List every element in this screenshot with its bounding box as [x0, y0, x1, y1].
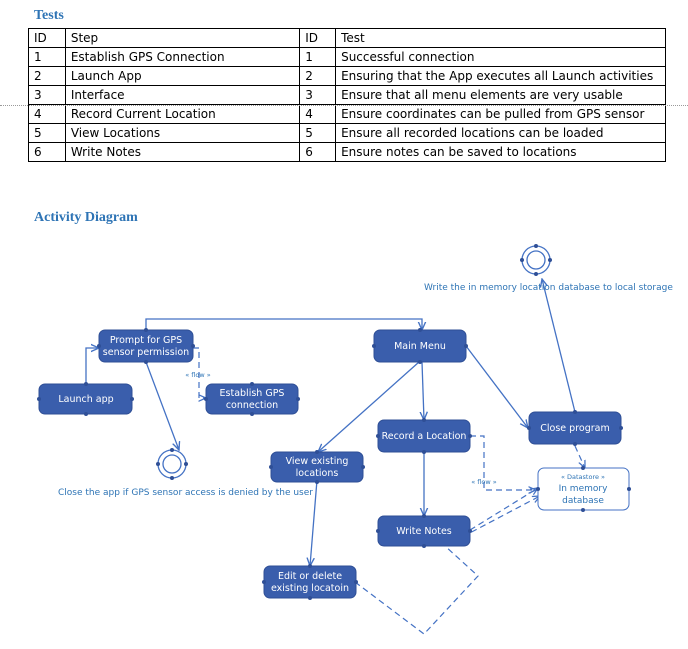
- flow-notes-to-datastore: [469, 488, 538, 531]
- establish-gps-label: Establish GPS: [220, 388, 285, 399]
- datastore-stereotype: « Datastore »: [561, 473, 605, 481]
- table-row: 6 Write Notes 6 Ensure notes can be save…: [28, 142, 666, 162]
- write-db-note: Write the in memory location database to…: [424, 283, 673, 293]
- table-cell: Ensuring that the App executes all Launc…: [335, 66, 666, 86]
- establish-gps-label: connection: [226, 400, 278, 411]
- table-cell: Ensure coordinates can be pulled from GP…: [335, 104, 666, 124]
- prompt-gps-label: sensor permission: [103, 347, 189, 358]
- prompt-gps-label: Prompt for GPS: [110, 335, 182, 346]
- launch-app-label: Launch app: [58, 394, 113, 405]
- table-row: 4 Record Current Location 4 Ensure coord…: [28, 104, 666, 124]
- table-row: 3 Interface 3 Ensure that all menu eleme…: [28, 85, 666, 105]
- table-cell: View Locations: [64, 123, 301, 143]
- write-notes-label: Write Notes: [396, 526, 452, 537]
- datastore-label: In memory: [559, 484, 608, 494]
- edit-delete-label: existing locatoin: [271, 583, 349, 594]
- flow-prompt-to-close: [145, 361, 179, 450]
- table-cell: 6: [28, 142, 66, 162]
- datastore-label: database: [562, 496, 604, 506]
- close-app-note: Close the app if GPS sensor access is de…: [58, 488, 313, 498]
- flow-main-to-view: [318, 361, 420, 452]
- flow-prompt-to-establish: [193, 347, 206, 398]
- flow-prompt-to-main: [145, 318, 422, 330]
- main-menu-label: Main Menu: [394, 341, 446, 352]
- table-cell: Ensure all recorded locations can be loa…: [335, 123, 666, 143]
- tests-table: ID Step ID Test 1 Establish GPS Connecti…: [28, 28, 666, 162]
- close-program-label: Close program: [540, 423, 609, 434]
- table-cell: Write Notes: [64, 142, 301, 162]
- tests-heading: Tests: [34, 8, 64, 23]
- activity-diagram-heading: Activity Diagram: [34, 210, 138, 225]
- table-cell: Launch App: [64, 66, 301, 86]
- flow-label: « flow »: [471, 478, 496, 486]
- flow-edit-to-datastore: [354, 496, 540, 635]
- flow-launch-to-prompt: [85, 348, 99, 384]
- flow-close-to-final: [542, 279, 576, 413]
- final-node-write-db: [521, 245, 551, 275]
- view-locations-label: locations: [296, 468, 339, 479]
- table-cell: Ensure notes can be saved to locations: [335, 142, 666, 162]
- flow-label: « flow »: [185, 371, 210, 379]
- flow-close-to-datastore: [574, 445, 585, 468]
- table-row: 2 Launch App 2 Ensuring that the App exe…: [28, 66, 666, 86]
- flow-view-to-edit: [310, 479, 318, 566]
- flow-main-to-record: [422, 361, 424, 420]
- edit-delete-label: Edit or delete: [278, 571, 342, 582]
- flow-main-to-close: [465, 345, 528, 428]
- table-row: 5 View Locations 5 Ensure all recorded l…: [28, 123, 666, 143]
- flow-record-to-datastore: [470, 435, 536, 490]
- record-location-label: Record a Location: [382, 431, 467, 442]
- view-locations-label: View existing: [286, 456, 349, 467]
- final-node-close-app: [157, 449, 187, 479]
- page-divider: [0, 105, 688, 106]
